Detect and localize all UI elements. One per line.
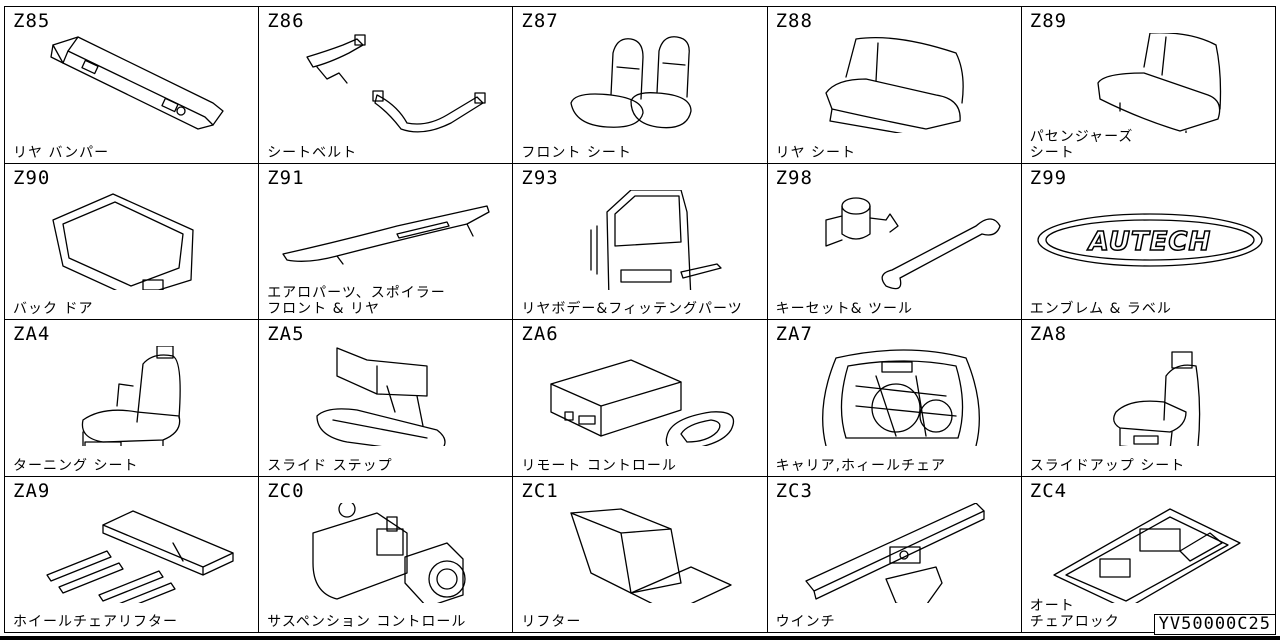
winch-icon — [786, 501, 1002, 612]
catalog-cell-za9[interactable]: ZA9 ホイールチェアリフター — [5, 476, 260, 633]
emblem-icon: AUTECH — [1034, 190, 1266, 290]
catalog-cell-za6[interactable]: ZA6 リモート コントロール — [513, 320, 768, 477]
catalog-cell-z90[interactable]: Z90 バック ドア — [5, 163, 260, 320]
spoiler-icon — [277, 190, 493, 290]
catalog-cell-z86[interactable]: Z86 シートベルト — [259, 7, 514, 164]
item-code: ZA9 — [13, 479, 51, 502]
item-code: Z87 — [521, 10, 559, 32]
item-code: Z98 — [775, 166, 813, 189]
catalog-cell-z85[interactable]: Z85 リヤ バンパー — [5, 7, 260, 164]
item-name: スライド ステップ — [267, 457, 393, 474]
item-code: ZC4 — [1029, 479, 1068, 502]
item-name: サスペンション コントロール — [267, 614, 467, 630]
item-code: Z85 — [13, 10, 51, 32]
item-name: エンブレム & ラベル — [1029, 301, 1172, 317]
catalog-cell-z88[interactable]: Z88 リヤ シート — [767, 7, 1022, 164]
seat-belt-icon — [277, 33, 493, 133]
slide-up-seat-icon — [1040, 346, 1256, 451]
catalog-cell-zc4[interactable]: ZC4 オート チェアロック — [1021, 476, 1276, 633]
item-name: リヤボデー&フィッテングパーツ — [521, 301, 743, 317]
front-seat-icon — [531, 33, 747, 133]
catalog-cell-z87[interactable]: Z87 フロント シート — [513, 7, 768, 164]
item-name: エアロパーツ、スポイラー フロント & リヤ — [267, 285, 446, 317]
item-name: リヤ バンパー — [13, 144, 110, 161]
catalog-cell-za4[interactable]: ZA4 ターニング シート — [5, 320, 260, 477]
item-code: Z88 — [775, 10, 813, 32]
catalog-cell-za7[interactable]: ZA7 キャリア,ホィールチェア — [767, 320, 1022, 477]
parts-catalog-grid: Z85 リヤ バンパー Z86 — [4, 6, 1276, 633]
turning-seat-icon — [23, 345, 239, 455]
slide-step-icon — [277, 346, 493, 455]
wheelchair-lifter-icon — [23, 503, 239, 614]
item-name: オート チェアロック — [1029, 598, 1120, 630]
item-code: Z91 — [267, 166, 305, 189]
item-code: Z89 — [1029, 10, 1068, 32]
wheelchair-carrier-icon — [786, 346, 1002, 447]
item-code: Z86 — [267, 10, 305, 32]
rear-body-icon — [531, 188, 747, 301]
catalog-cell-zc3[interactable]: ZC3 ウインチ — [767, 476, 1022, 633]
suspension-control-icon — [277, 499, 493, 608]
item-code: Z99 — [1029, 166, 1068, 189]
item-code: ZA6 — [521, 323, 559, 345]
document-id: YV50000C25 — [1153, 614, 1276, 635]
item-name: パセンジャーズ シート — [1029, 128, 1134, 161]
catalog-cell-z89[interactable]: Z89 パセンジャーズ シート — [1021, 7, 1276, 164]
bottom-rule — [0, 636, 1280, 640]
catalog-cell-zc1[interactable]: ZC1 リフター — [513, 476, 768, 633]
item-code: ZC1 — [521, 479, 559, 502]
catalog-cell-z91[interactable]: Z91 エアロパーツ、スポイラー フロント & リヤ — [259, 163, 514, 320]
item-name: ターニング シート — [13, 457, 139, 474]
lifter-icon — [531, 503, 747, 614]
catalog-cell-za8[interactable]: ZA8 スライドアップ シート — [1021, 320, 1276, 477]
item-name: キャリア,ホィールチェア — [775, 457, 947, 474]
remote-control-icon — [531, 346, 747, 451]
item-code: ZC0 — [267, 479, 305, 502]
item-name: リモート コントロール — [521, 457, 677, 474]
key-tool-icon — [786, 190, 1002, 290]
item-code: ZA5 — [267, 323, 305, 345]
item-name: バック ドア — [13, 301, 94, 317]
item-code: Z90 — [13, 166, 51, 189]
item-name: ウインチ — [775, 614, 836, 630]
rear-bumper-icon — [23, 33, 239, 133]
item-name: リフター — [521, 614, 582, 630]
item-name: シートベルト — [267, 144, 358, 161]
catalog-cell-za5[interactable]: ZA5 スライド ステップ — [259, 320, 514, 477]
item-code: Z93 — [521, 166, 559, 189]
item-code: ZA8 — [1029, 323, 1068, 345]
rear-seat-icon — [786, 33, 1002, 138]
item-name: フロント シート — [521, 144, 632, 161]
catalog-cell-z99[interactable]: Z99 AUTECH エンブレム & ラベル — [1021, 163, 1276, 320]
catalog-cell-zc0[interactable]: ZC0 サスペンション コントロール — [259, 476, 514, 633]
back-door-icon — [23, 190, 239, 299]
item-name: キーセット& ツール — [775, 301, 913, 317]
catalog-cell-z98[interactable]: Z98 キーセット& ツール — [767, 163, 1022, 320]
item-code: ZA7 — [775, 323, 813, 345]
item-name: ホイールチェアリフター — [13, 614, 178, 630]
item-name: スライドアップ シート — [1029, 457, 1186, 474]
emblem-text: AUTECH — [1087, 227, 1211, 257]
auto-chair-lock-icon — [1040, 503, 1256, 610]
catalog-cell-z93[interactable]: Z93 リヤボデー&フィッテングパーツ — [513, 163, 768, 320]
item-code: ZC3 — [775, 479, 813, 502]
item-name: リヤ シート — [775, 144, 857, 161]
item-code: ZA4 — [13, 323, 51, 345]
passengers-seat-icon — [1040, 32, 1256, 140]
